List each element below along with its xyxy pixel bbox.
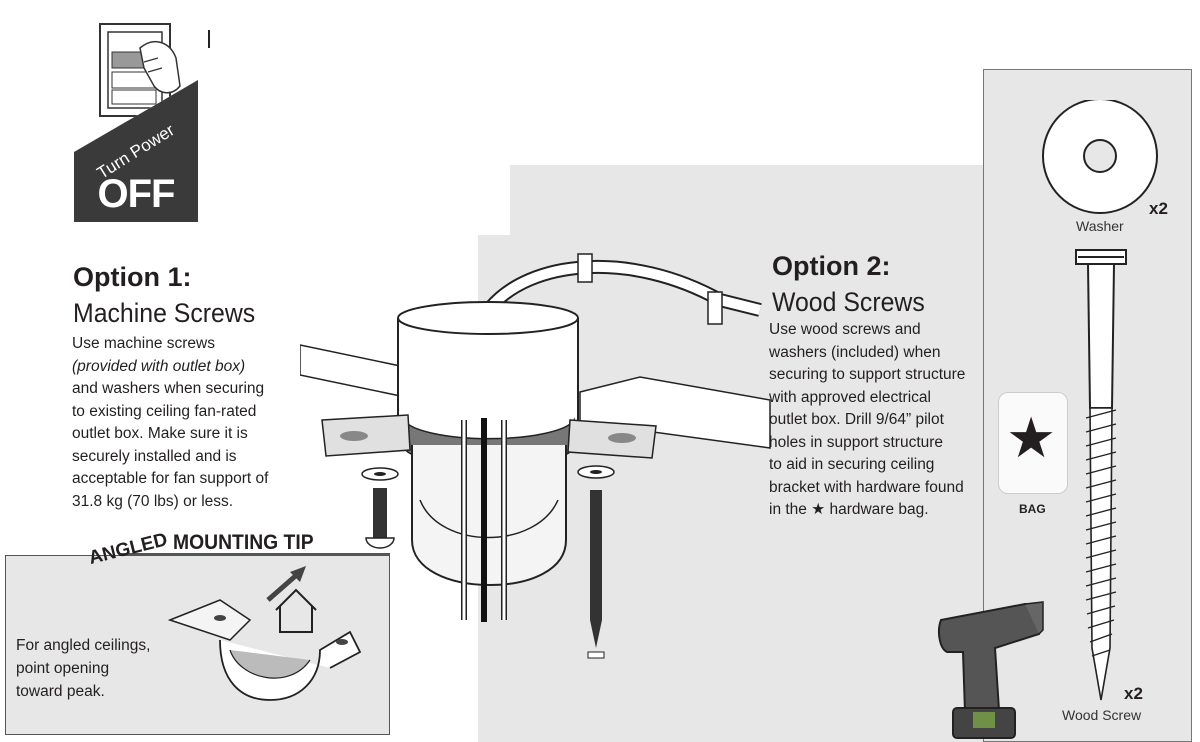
star-icon: ★ <box>811 501 826 518</box>
cable-staple <box>577 253 593 283</box>
washer-quantity: x2 <box>1149 199 1168 218</box>
washer-label: Washer <box>1076 218 1124 234</box>
option2-body: Use wood screws and washers (included) w… <box>769 321 966 496</box>
panel-notch <box>478 165 510 235</box>
option1-body-italic: (provided with outlet box) <box>72 357 246 375</box>
wood-screw-icon <box>1075 249 1127 701</box>
badge-illustration-area <box>74 2 198 152</box>
option2-body-last-before: in the <box>769 501 807 518</box>
option2-subtitle: Wood Screws <box>772 287 925 317</box>
left-joist <box>300 344 411 399</box>
power-drill-icon <box>938 601 1044 739</box>
option1-body-start: Use machine screws <box>72 335 215 352</box>
wood-screw-small <box>587 490 605 659</box>
light-switch-icon <box>99 23 181 117</box>
option1-body-end: and washers when securing to existing ce… <box>72 380 269 510</box>
wood-screw-quantity: x2 <box>1124 684 1143 703</box>
hardware-bag <box>998 392 1068 494</box>
house-peak-icon <box>266 566 317 633</box>
tip-body: For angled ceilings, point opening towar… <box>16 637 151 700</box>
option1-title: Option 1: <box>73 262 192 292</box>
turn-power-off-badge: Turn Power OFF <box>74 2 198 222</box>
option2-body-last-after: hardware bag. <box>829 501 929 518</box>
bag-label: BAG <box>1019 502 1046 516</box>
cursor-mark <box>208 30 210 48</box>
cable-staple-2 <box>707 291 723 325</box>
bag-star-icon: ★ <box>1006 406 1057 469</box>
machine-screw <box>365 488 395 549</box>
option1-subtitle: Machine Screws <box>73 298 256 328</box>
ceiling-bracket <box>411 445 567 587</box>
wood-screw-label: Wood Screw <box>1062 707 1142 723</box>
option2-title: Option 2: <box>772 251 891 281</box>
option1-body: Use machine screws (provided with outlet… <box>72 333 302 513</box>
option2-body-last-line: in the ★ hardware bag. <box>769 499 929 522</box>
tip-panel-top-border <box>120 553 390 555</box>
angled-bracket-illustration <box>167 566 362 701</box>
ceiling-bracket-illustration <box>300 253 771 659</box>
badge-off-text: OFF <box>97 172 176 216</box>
tip-title-mounting: MOUNTING TIP <box>173 531 314 554</box>
right-joist <box>579 376 771 449</box>
angled-mounting-tip-panel <box>5 555 390 735</box>
washer-icon <box>1042 100 1158 214</box>
electrical-cable <box>486 261 762 315</box>
